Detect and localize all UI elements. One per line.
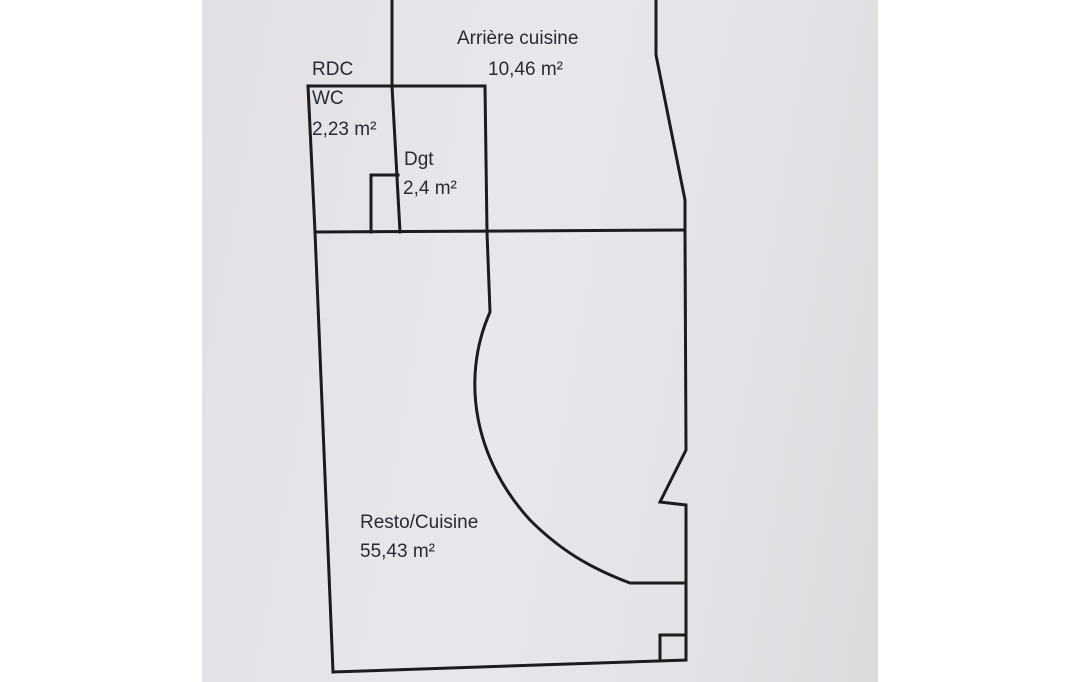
wall-resto-bottom <box>331 658 688 674</box>
floor-label: RDC <box>312 59 354 80</box>
wall-resto-right <box>657 228 688 662</box>
room-area-dgt: 2,4 m² <box>403 178 457 199</box>
room-area-resto-cuisine: 55,43 m² <box>360 541 435 562</box>
wall-wc-dgt-divider <box>390 84 402 234</box>
wall-wc-closet <box>369 173 400 234</box>
wall-wc-left <box>306 84 317 234</box>
room-area-arriere-cuisine: 10,46 m² <box>488 59 563 80</box>
wall-horizontal-main <box>313 228 687 234</box>
room-name-dgt: Dgt <box>404 149 434 170</box>
wall-curved-counter <box>473 230 686 585</box>
wall-resto-left <box>313 230 335 674</box>
room-area-wc: 2,23 m² <box>312 119 377 140</box>
wall-wc-block <box>306 84 489 234</box>
wall-small-square <box>658 633 687 662</box>
room-name-wc: WC <box>312 88 344 109</box>
photo-background <box>202 0 878 682</box>
wall-arriere-cuisine-right <box>654 0 687 234</box>
room-name-resto-cuisine: Resto/Cuisine <box>360 512 479 533</box>
room-name-arriere-cuisine: Arrière cuisine <box>457 28 579 49</box>
